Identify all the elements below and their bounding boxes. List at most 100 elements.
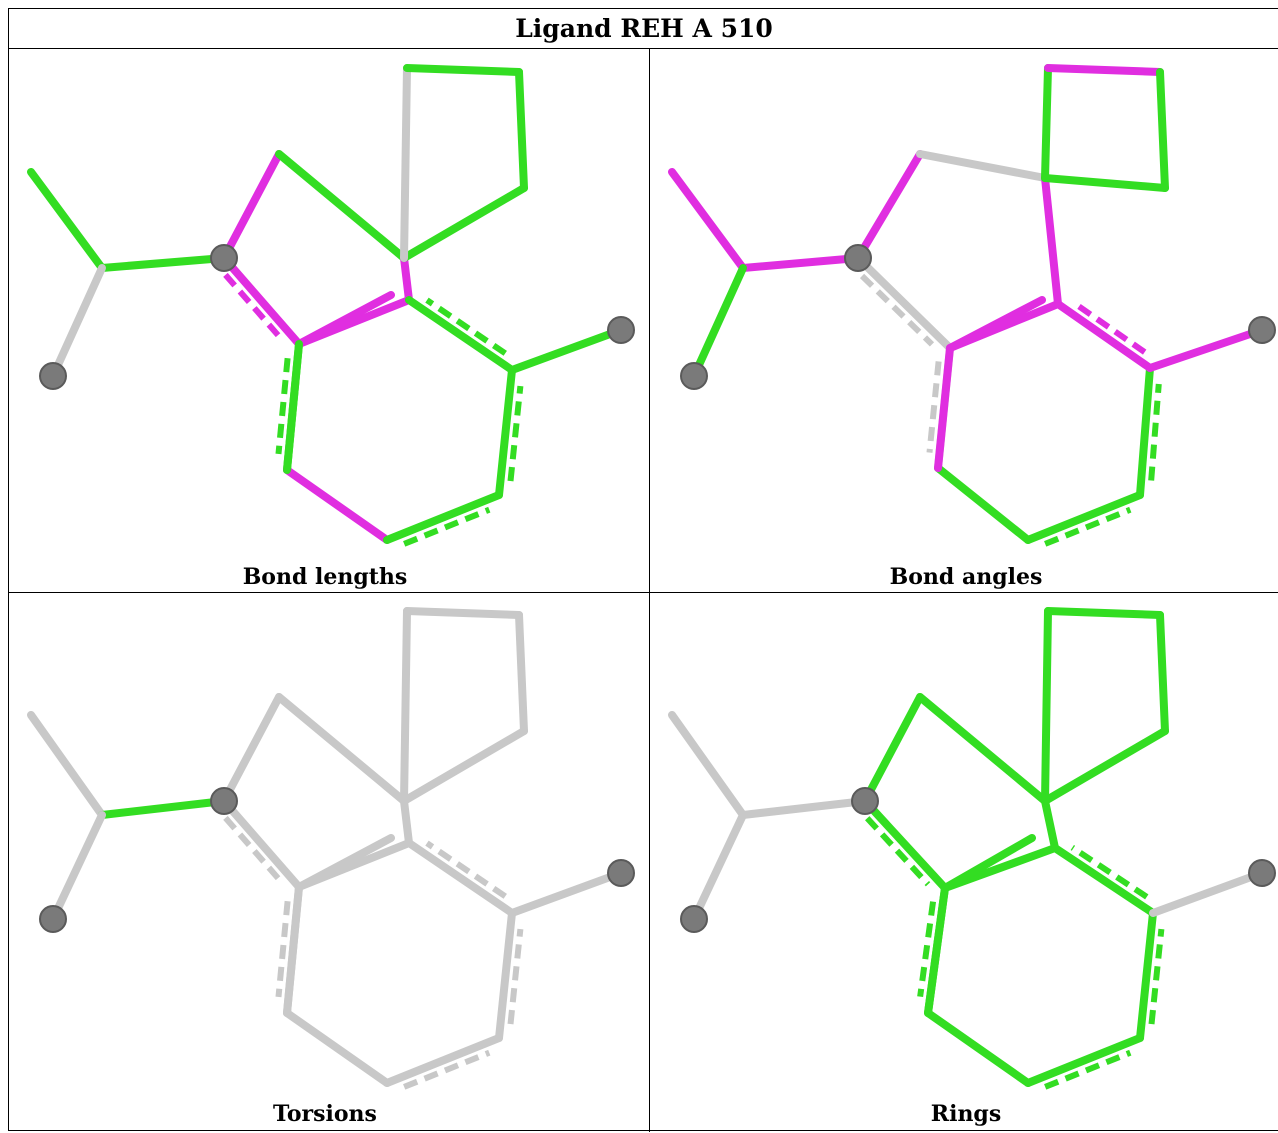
bond-c-e: [220, 150, 283, 262]
bond-q-p: [1156, 611, 1169, 735]
molecule-view-rings: [668, 607, 1276, 1090]
atom-sphere: [39, 362, 67, 390]
panel-caption: Bond angles: [889, 564, 1043, 590]
bond-l-k: [1136, 909, 1157, 1042]
table-title: Ligand REH A 510: [9, 9, 1278, 49]
aromatic-bond-m-l: [403, 506, 491, 547]
bond-j-m: [924, 1009, 1032, 1087]
aromatic-bond-k-i: [1070, 844, 1149, 900]
column-divider: [649, 49, 650, 1132]
bond-j-m: [934, 464, 1032, 544]
bond-k-i: [1054, 300, 1154, 372]
bond-p-o: [1041, 64, 1052, 182]
atom-sphere: [39, 905, 67, 933]
bond-o-q: [1044, 607, 1164, 619]
bond-c-f: [861, 797, 949, 892]
panel-bond-lengths: Bond lengths: [9, 50, 641, 590]
atom-sphere: [680, 905, 708, 933]
bond-b-d: [690, 811, 747, 923]
atom-sphere: [844, 244, 872, 272]
bond-j-f: [295, 291, 395, 348]
bond-g-h: [916, 693, 1049, 805]
bond-b-d: [690, 264, 747, 380]
panel-caption: Bond lengths: [242, 564, 408, 590]
panel-bond-angles: Bond angles: [650, 50, 1278, 590]
bond-g-h: [275, 150, 408, 262]
bond-l-k: [495, 366, 516, 499]
bond-c-f: [854, 254, 954, 352]
bond-b-c: [98, 254, 228, 272]
bond-j-m: [283, 1009, 391, 1087]
bond-g-h: [916, 150, 1049, 182]
aromatic-bond-l-k: [1148, 928, 1165, 1025]
bond-k-r: [924, 884, 949, 1017]
row-divider: [9, 592, 1278, 593]
bond-h-p: [1041, 174, 1169, 192]
bond-q-p: [1156, 68, 1169, 192]
molecule-view-torsions: [27, 607, 635, 1090]
bond-p-o: [1041, 607, 1052, 805]
bond-a-b: [27, 711, 106, 819]
aromatic-bond-k-i: [1073, 301, 1147, 355]
bond-c-e: [220, 693, 283, 805]
bond-b-c: [98, 797, 228, 819]
bond-c-f: [220, 797, 303, 891]
atom-sphere: [1248, 859, 1276, 887]
bond-b-d: [49, 264, 106, 380]
bond-j-f: [295, 834, 395, 891]
bond-k-i: [405, 839, 516, 917]
bond-o-q: [403, 607, 523, 619]
atom-sphere: [607, 859, 635, 887]
bond-h-i: [400, 254, 413, 304]
bond-m-l: [1024, 491, 1144, 544]
aromatic-bond-m-l: [403, 1049, 491, 1090]
aromatic-bond-k-i: [425, 297, 507, 356]
bond-a-b: [668, 711, 747, 819]
ligand-table: Ligand REH A 510 Bond lengths Bond angle…: [8, 8, 1278, 1133]
bond-o-q: [403, 64, 523, 76]
aromatic-bond-k-i: [425, 840, 507, 899]
bond-o-q: [1044, 64, 1164, 76]
bond-h-p: [400, 184, 528, 262]
bond-i-n: [508, 326, 625, 374]
panel-torsions: Torsions: [9, 593, 641, 1133]
bond-h-p: [1041, 727, 1169, 805]
aromatic-bond-l-k: [507, 928, 524, 1025]
panel-caption: Torsions: [273, 1101, 377, 1127]
atom-sphere: [210, 787, 238, 815]
bond-c-f: [220, 254, 303, 348]
bond-q-p: [515, 68, 528, 192]
bond-j-f: [946, 296, 1046, 352]
bond-c-e: [854, 150, 924, 262]
aromatic-bond-l-k: [507, 385, 524, 482]
panel-caption: Rings: [930, 1101, 1002, 1127]
bond-m-l: [383, 1034, 503, 1087]
bond-m-l: [1024, 1034, 1144, 1087]
bond-b-d: [49, 811, 106, 923]
bond-h-i: [400, 797, 413, 847]
bond-h-p: [400, 727, 528, 805]
aromatic-bond-c-f: [865, 816, 931, 887]
bond-m-l: [383, 491, 503, 544]
bond-l-k: [1136, 364, 1154, 499]
bond-i-n: [1149, 869, 1266, 917]
aromatic-bond-m-l: [1044, 506, 1132, 547]
bond-q-p: [515, 611, 528, 735]
bond-h-i: [1041, 797, 1059, 852]
aromatic-bond-c-f: [223, 272, 285, 343]
bond-i-n: [1146, 326, 1266, 372]
bond-g-h: [275, 693, 408, 805]
bond-p-o: [400, 607, 411, 805]
bond-a-b: [27, 168, 106, 272]
aromatic-bond-f-g: [917, 901, 937, 998]
bond-c-e: [861, 693, 924, 805]
bond-p-o: [400, 64, 411, 262]
bond-b-c: [739, 254, 862, 272]
molecule-view-bond-lengths: [27, 64, 635, 547]
bond-j-f: [941, 834, 1036, 892]
bond-k-r: [283, 883, 303, 1017]
atom-sphere: [1248, 316, 1276, 344]
bond-j-m: [283, 466, 391, 544]
panel-rings: Rings: [650, 593, 1278, 1133]
aromatic-bond-f-g: [275, 357, 291, 455]
